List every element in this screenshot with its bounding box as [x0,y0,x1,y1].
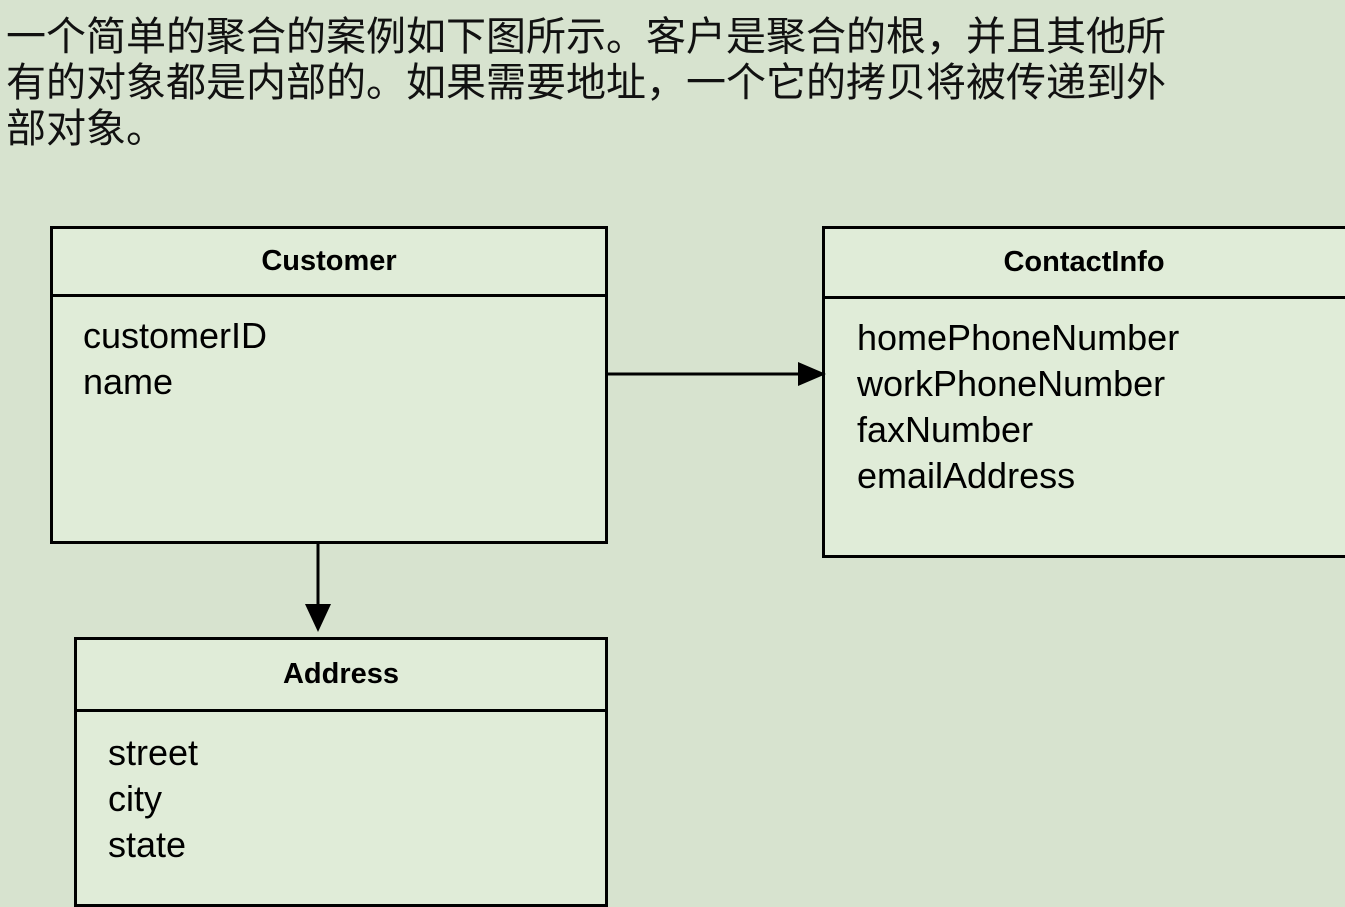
attribute-name: name [83,361,174,402]
attribute-street: street [108,732,199,773]
customer-to-contact-info-arrow [608,362,826,386]
attribute-email-address: emailAddress [857,455,1076,496]
attribute-customer-id: customerID [83,315,268,356]
customer-to-address-arrow [305,544,331,632]
attribute-city: city [108,778,162,819]
customer-class-name: Customer [53,229,605,297]
customer-class-box: Customer customerID name [50,226,608,544]
attribute-home-phone-number: homePhoneNumber [857,317,1180,358]
intro-line: 部对象。 [6,106,166,152]
attribute-fax-number: faxNumber [857,409,1034,450]
contact-info-class-name: ContactInfo [825,229,1345,299]
association-connectors [305,362,826,632]
intro-line: 有的对象都是内部的。如果需要地址，一个它的拷贝将被传递到外 [6,60,1166,106]
attribute-work-phone-number: workPhoneNumber [857,363,1166,404]
intro-line: 一个简单的聚合的案例如下图所示。客户是聚合的根，并且其他所 [6,14,1166,60]
attribute-state: state [108,824,187,865]
contact-info-attributes: homePhoneNumber workPhoneNumber faxNumbe… [825,299,1345,499]
address-attributes: street city state [77,712,605,868]
arrow-head [798,362,826,386]
intro-paragraph: 一个简单的聚合的案例如下图所示。客户是聚合的根，并且其他所 有的对象都是内部的。… [6,14,1341,152]
arrow-head [305,604,331,632]
contact-info-class-box: ContactInfo homePhoneNumber workPhoneNum… [822,226,1345,558]
customer-attributes: customerID name [53,297,605,405]
address-class-name: Address [77,640,605,712]
address-class-box: Address street city state [74,637,608,907]
